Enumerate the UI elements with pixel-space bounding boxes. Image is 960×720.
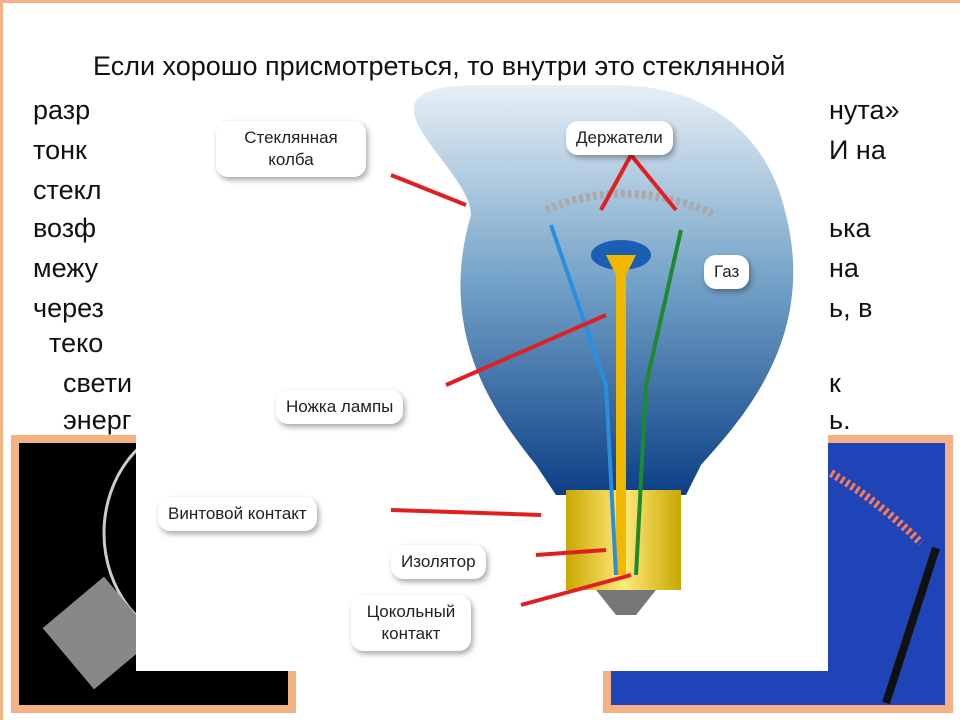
label-stem: Ножка лампы — [276, 390, 404, 424]
right-fragment: на — [829, 253, 859, 283]
left-fragment: свети — [63, 368, 133, 398]
right-fragment: ька — [829, 213, 871, 243]
right-fragment: нута» — [829, 95, 900, 125]
left-fragment: стекл — [33, 175, 102, 205]
left-fragment: разр — [33, 95, 91, 125]
right-fragment: ь, в — [829, 293, 873, 323]
slide-top-text: Если хорошо присмотреться, то внутри это… — [93, 51, 786, 81]
left-fragment: возф — [33, 213, 97, 243]
label-glass-bulb: Стеклянная колба — [216, 121, 366, 177]
label-gas: Газ — [704, 255, 750, 289]
left-fragment: тонк — [33, 135, 87, 165]
label-insulator: Изолятор — [391, 545, 486, 579]
left-fragment: через — [33, 293, 104, 323]
label-screw-contact: Винтовой контакт — [158, 497, 317, 531]
bulb-diagram-graphic — [390, 85, 794, 615]
left-fragment: теко — [49, 328, 104, 358]
bulb-diagram: Стеклянная колба Держатели Газ Ножка лам… — [136, 85, 828, 671]
right-fragment: к — [829, 368, 841, 398]
filament-photo-icon — [828, 469, 940, 705]
right-fragment: И на — [829, 135, 886, 165]
left-fragment: межу — [33, 253, 99, 283]
left-fragment: энерг — [63, 405, 132, 435]
label-base-contact: Цокольный контакт — [351, 595, 471, 651]
right-fragment: ь. — [829, 405, 851, 435]
label-holders: Держатели — [566, 121, 673, 155]
